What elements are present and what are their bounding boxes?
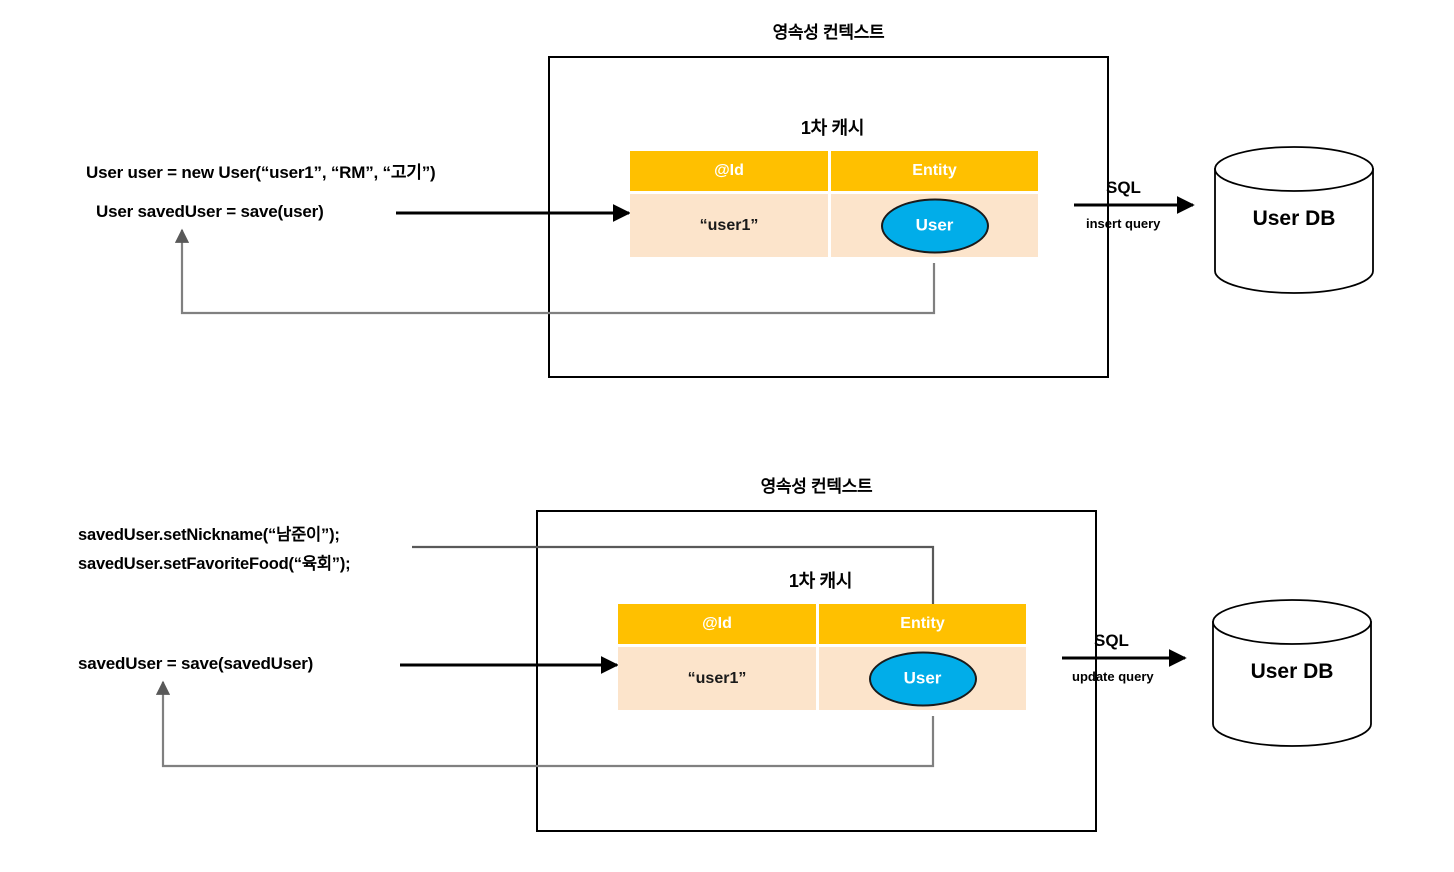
- user-db-label-2: User DB: [1250, 660, 1334, 683]
- cell-entity-value: User: [817, 644, 1026, 710]
- column-header-id: @Id: [630, 151, 831, 193]
- cell-id-value: “user1”: [618, 644, 819, 710]
- persistence-context-box-1: [548, 56, 1109, 378]
- first-level-cache-title-2: 1차 캐시: [788, 571, 853, 591]
- user-db-label-1: User DB: [1252, 207, 1336, 230]
- code-line-save-user-1: User savedUser = save(user): [96, 202, 324, 221]
- code-line-set-favorite-food-2: savedUser.setFavoriteFood(“육회”);: [78, 555, 351, 573]
- return-path-1: [174, 228, 936, 315]
- return-path-2: [155, 680, 935, 768]
- persistence-context-title-1: 영속성 컨텍스트: [772, 23, 885, 42]
- user-db-cylinder-2: [1212, 599, 1372, 747]
- column-header-entity: Entity: [817, 604, 1026, 646]
- entity-ellipse: User: [880, 198, 989, 253]
- cell-id-value: “user1”: [630, 191, 831, 257]
- first-level-cache-table-2: @Id Entity “user1” User: [618, 604, 1026, 710]
- first-level-cache-table-1: @Id Entity “user1” User: [630, 151, 1038, 257]
- first-level-cache-title-1: 1차 캐시: [800, 118, 865, 138]
- cell-entity-value: User: [829, 191, 1038, 257]
- column-header-id: @Id: [618, 604, 819, 646]
- table-row: “user1” User: [630, 191, 1038, 257]
- entity-ellipse: User: [868, 651, 977, 706]
- code-line-new-user-1: User user = new User(“user1”, “RM”, “고기”…: [86, 163, 436, 182]
- sql-label-1: SQL: [1106, 178, 1141, 197]
- persistence-context-box-2: [536, 510, 1097, 832]
- table-row: “user1” User: [618, 644, 1026, 710]
- insert-query-label-1: insert query: [1086, 216, 1161, 231]
- code-line-save-saveduser-2: savedUser = save(savedUser): [78, 654, 314, 673]
- table-header-row: @Id Entity: [618, 604, 1026, 646]
- user-db-cylinder-1: [1214, 146, 1374, 294]
- code-line-set-nickname-2: savedUser.setNickname(“남준이”);: [78, 526, 340, 544]
- column-header-entity: Entity: [829, 151, 1038, 193]
- table-header-row: @Id Entity: [630, 151, 1038, 193]
- update-query-label-2: update query: [1072, 669, 1154, 684]
- persistence-context-title-2: 영속성 컨텍스트: [760, 477, 873, 496]
- sql-label-2: SQL: [1094, 631, 1129, 650]
